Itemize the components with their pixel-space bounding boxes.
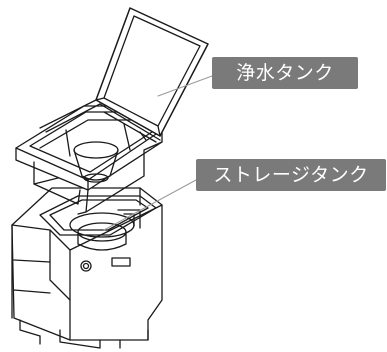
label-bg-clean-water-tank xyxy=(212,57,358,89)
clean-water-tank-lid xyxy=(39,7,209,143)
label-storage-tank: ストレージタンク xyxy=(213,164,369,186)
leader-line-storage-tank xyxy=(103,179,197,231)
leader-lines xyxy=(103,75,213,231)
leader-line-clean-water-tank xyxy=(157,75,213,97)
label-clean-water-tank: 浄水タンク xyxy=(236,62,334,84)
dispenser-body xyxy=(11,187,163,349)
label-bg-storage-tank xyxy=(196,159,386,191)
clean-water-tank-box xyxy=(15,105,163,215)
